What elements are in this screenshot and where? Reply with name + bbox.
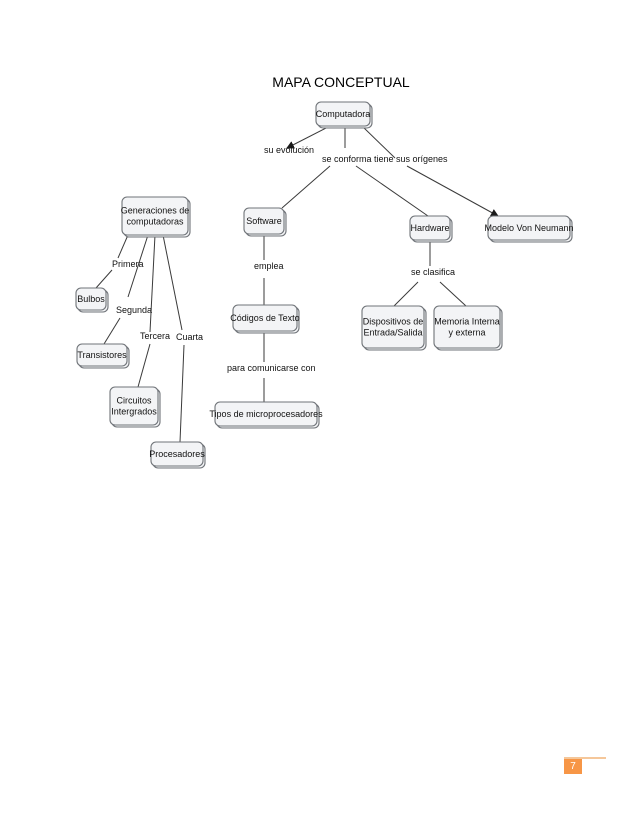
concept-node-tipos: Tipos de microprocesadores — [209, 401, 323, 429]
connector-line-2 — [361, 125, 396, 159]
node-label: Transistores — [77, 350, 127, 360]
concept-node-codigos: Códigos de Texto — [230, 304, 300, 334]
node-label: Entrada/Salida — [363, 328, 422, 338]
concept-node-bulbos: Bulbos — [75, 287, 109, 313]
node-box — [315, 101, 371, 127]
link-label-se-clasifica: se clasifica — [411, 267, 455, 277]
node-label: Tipos de microprocesadores — [209, 409, 323, 419]
concept-node-software: Software — [243, 207, 287, 237]
node-label: Memoria Interna — [434, 317, 500, 327]
node-box — [121, 196, 189, 236]
connector-line-20 — [439, 281, 467, 307]
node-box — [232, 304, 298, 332]
page-title: MAPA CONCEPTUAL — [272, 74, 410, 90]
node-label: Bulbos — [77, 294, 105, 304]
link-label-emplea: emplea — [254, 261, 284, 271]
node-label: Computadora — [316, 109, 371, 119]
concept-node-transistores: Transistores — [76, 343, 130, 369]
node-label: Hardware — [410, 223, 449, 233]
node-box — [487, 215, 571, 241]
node-box — [76, 343, 128, 367]
connector-line-8 — [127, 234, 149, 298]
node-label: Software — [246, 216, 282, 226]
connector-line-4 — [355, 165, 429, 217]
concept-node-computadora: Computadora — [315, 101, 373, 129]
connector-line-0 — [286, 125, 331, 149]
node-box — [433, 305, 501, 349]
link-label-para-comunicarse: para comunicarse con — [227, 363, 316, 373]
node-label: Modelo Von Neumann — [484, 223, 573, 233]
node-label: Circuitos — [116, 396, 152, 406]
connector-line-6 — [117, 234, 129, 259]
node-box — [214, 401, 318, 427]
connector-line-5 — [406, 165, 499, 217]
node-label: Dispositivos de — [363, 317, 424, 327]
node-label: Procesadores — [149, 449, 205, 459]
node-box — [361, 305, 425, 349]
connector-line-10 — [149, 234, 156, 333]
link-label-tiene-origenes: tiene sus orígenes — [374, 154, 448, 164]
page-number-badge: 7 — [564, 757, 606, 774]
link-label-cuarta: Cuarta — [176, 332, 203, 342]
node-label: Intergrados — [111, 407, 157, 417]
node-box — [409, 215, 451, 241]
link-label-segunda: Segunda — [116, 305, 152, 315]
link-label-tercera: Tercera — [140, 331, 170, 341]
concept-node-procesadores: Procesadores — [149, 441, 206, 469]
node-label: y externa — [448, 328, 485, 338]
node-label: Códigos de Texto — [230, 313, 299, 323]
page-number: 7 — [564, 759, 582, 774]
node-box — [109, 386, 159, 426]
connector-line-9 — [103, 317, 121, 345]
node-box — [150, 441, 204, 467]
node-box — [75, 287, 107, 311]
concept-node-vonneumann: Modelo Von Neumann — [484, 215, 574, 243]
connector-line-13 — [179, 344, 185, 443]
link-label-su-evolucion: su evolución — [264, 145, 314, 155]
node-box — [243, 207, 285, 235]
connector-line-7 — [95, 269, 113, 289]
connector-line-3 — [281, 165, 331, 209]
node-label: Generaciones de — [121, 206, 190, 216]
concept-node-hardware: Hardware — [409, 215, 453, 243]
node-label: computadoras — [126, 217, 184, 227]
link-label-se-conforma: se conforma — [322, 154, 372, 164]
link-label-primera: Primera — [112, 259, 144, 269]
connector-line-12 — [162, 234, 183, 331]
connector-line-11 — [137, 343, 151, 388]
connector-line-19 — [393, 281, 419, 307]
